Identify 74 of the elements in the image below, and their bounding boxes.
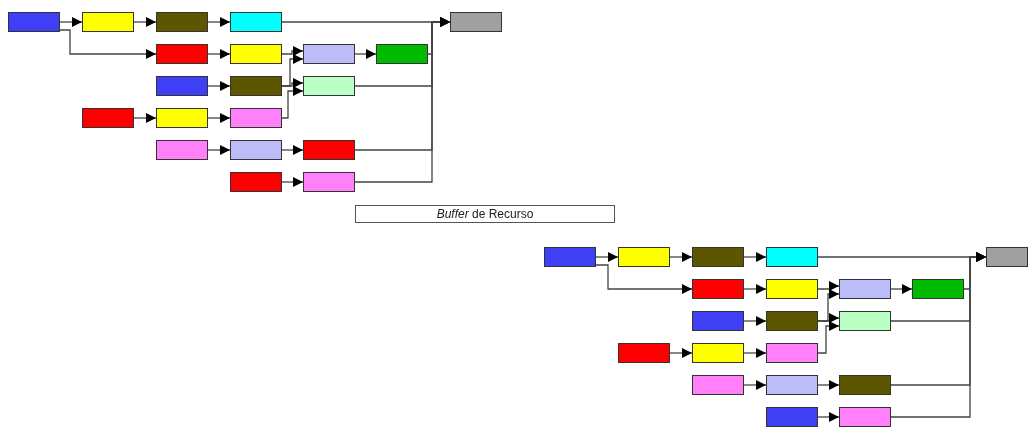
task-box: [156, 76, 208, 96]
task-box: [839, 311, 891, 331]
task-box: [230, 108, 282, 128]
task-box: [766, 407, 818, 427]
arrow: [133, 113, 157, 123]
arrow: [743, 380, 767, 390]
arrow: [354, 49, 377, 59]
task-box: [156, 108, 208, 128]
task-box: [303, 76, 355, 96]
arrow: [281, 86, 304, 119]
task-box: [544, 247, 596, 267]
task-box: [692, 279, 744, 299]
arrow: [817, 380, 840, 390]
arrow: [207, 113, 231, 123]
arrow: [669, 252, 693, 262]
buffer-box: [355, 205, 615, 223]
task-box: [692, 375, 744, 395]
task-box: [230, 140, 282, 160]
task-box: [156, 140, 208, 160]
arrow: [281, 46, 304, 56]
arrow: [743, 284, 767, 294]
task-box: [376, 44, 428, 64]
arrow: [743, 316, 767, 326]
task-box: [766, 311, 818, 331]
arrow: [817, 412, 840, 422]
arrow: [207, 17, 231, 27]
task-box: [303, 172, 355, 192]
task-box: [692, 343, 744, 363]
arrow: [281, 177, 304, 187]
task-box: [766, 343, 818, 363]
task-box: [230, 12, 282, 32]
arrow: [207, 49, 231, 59]
arrow: [281, 145, 304, 155]
task-box: [766, 279, 818, 299]
arrow: [207, 145, 231, 155]
task-box: [303, 44, 355, 64]
task-box: [8, 12, 60, 32]
arrow: [743, 252, 767, 262]
arrow: [207, 81, 231, 91]
arrow: [595, 264, 693, 294]
task-box: [839, 375, 891, 395]
arrow: [669, 348, 693, 358]
task-box: [156, 44, 208, 64]
arrow: [133, 17, 157, 27]
task-box: [692, 247, 744, 267]
arrow: [595, 252, 619, 262]
arrow: [281, 78, 304, 88]
task-box: [618, 247, 670, 267]
arrow: [59, 17, 83, 27]
arrow: [817, 321, 840, 354]
task-box: [986, 247, 1028, 267]
task-box: [230, 76, 282, 96]
arrow: [817, 313, 840, 323]
task-box: [156, 12, 208, 32]
task-box: [766, 375, 818, 395]
task-box: [82, 12, 134, 32]
arrow: [743, 348, 767, 358]
task-box: [839, 407, 891, 427]
task-box: [230, 172, 282, 192]
task-box: [450, 12, 502, 32]
task-box: [692, 311, 744, 331]
arrow: [890, 284, 913, 294]
task-box: [912, 279, 964, 299]
arrow: [354, 17, 451, 183]
task-box: [618, 343, 670, 363]
arrow: [817, 281, 840, 291]
arrow: [59, 29, 157, 59]
task-box: [766, 247, 818, 267]
task-box: [230, 44, 282, 64]
task-box: [82, 108, 134, 128]
arrow: [890, 252, 987, 418]
task-box: [839, 279, 891, 299]
buffer-label: Buffer de Recurso: [436, 207, 534, 221]
task-box: [303, 140, 355, 160]
